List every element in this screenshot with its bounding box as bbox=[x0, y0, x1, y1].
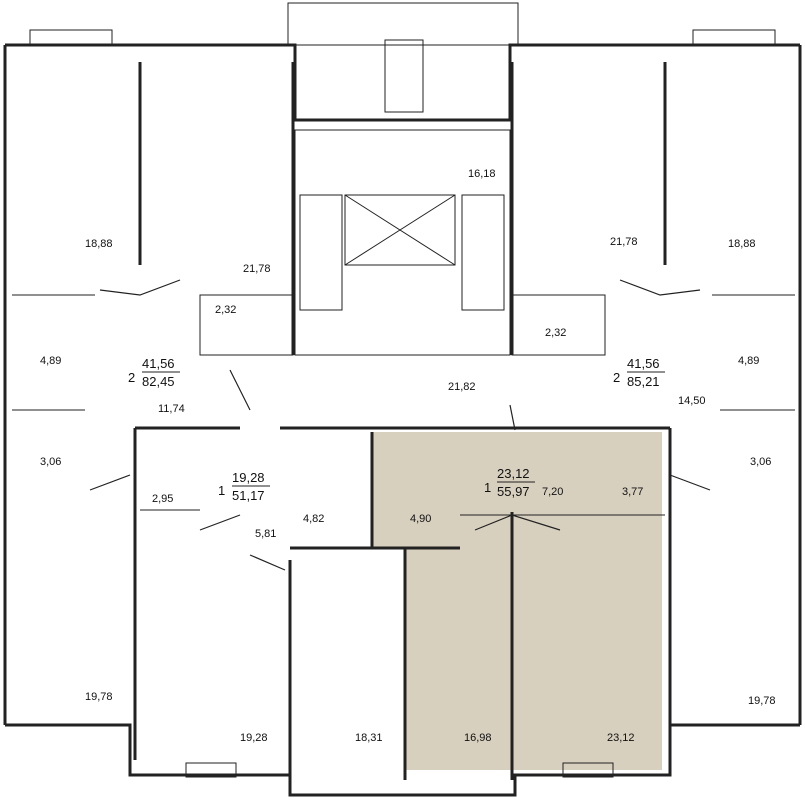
area-left-bath: 4,89 bbox=[40, 355, 61, 367]
area-left-wc: 2,32 bbox=[215, 304, 236, 316]
area-c1-bath: 4,82 bbox=[303, 513, 324, 525]
svg-text:41,56: 41,56 bbox=[627, 356, 660, 371]
area-right-bedroom: 18,88 bbox=[728, 238, 756, 250]
stair-core bbox=[294, 129, 511, 356]
area-right-wc: 2,32 bbox=[545, 327, 566, 339]
highlighted-apartment bbox=[372, 432, 662, 770]
area-left-balcony: 3,06 bbox=[40, 456, 61, 468]
area-right-balcony: 3,06 bbox=[750, 456, 771, 468]
interior-walls bbox=[12, 62, 795, 780]
area-stair: 16,18 bbox=[468, 168, 496, 180]
area-left-bottom-room: 19,78 bbox=[85, 691, 113, 703]
area-left-hall: 11,74 bbox=[158, 403, 185, 415]
area-c1-room: 19,28 bbox=[240, 732, 268, 744]
apartment-label-center-left: 1 19,28 51,17 bbox=[218, 470, 270, 503]
area-c2-bath: 4,90 bbox=[410, 513, 431, 525]
area-right-living: 21,78 bbox=[610, 236, 638, 248]
area-right-bath: 4,89 bbox=[738, 355, 759, 367]
svg-text:82,45: 82,45 bbox=[142, 374, 175, 389]
area-right-hall: 14,50 bbox=[678, 395, 706, 407]
svg-text:55,97: 55,97 bbox=[497, 484, 530, 499]
svg-text:23,12: 23,12 bbox=[497, 466, 530, 481]
area-c1-hall: 5,81 bbox=[255, 528, 276, 540]
area-c1-kitchen: 18,31 bbox=[355, 732, 383, 744]
area-left-living: 21,78 bbox=[243, 263, 271, 275]
svg-text:19,28: 19,28 bbox=[232, 470, 265, 485]
area-right-bottom-room: 19,78 bbox=[748, 695, 776, 707]
svg-text:1: 1 bbox=[218, 483, 225, 498]
svg-text:2: 2 bbox=[128, 370, 135, 385]
area-left-bedroom: 18,88 bbox=[85, 238, 113, 250]
area-c2-kitchen: 16,98 bbox=[464, 732, 492, 744]
area-corridor: 21,82 bbox=[448, 381, 476, 393]
area-c2-room: 23,12 bbox=[607, 732, 635, 744]
svg-text:85,21: 85,21 bbox=[627, 374, 660, 389]
room-area-labels: 18,88 21,78 2,32 4,89 11,74 3,06 19,78 1… bbox=[40, 168, 776, 744]
apartment-label-center-right: 1 23,12 55,97 bbox=[484, 466, 535, 499]
area-c2-hall: 7,20 bbox=[542, 486, 563, 498]
svg-text:51,17: 51,17 bbox=[232, 488, 265, 503]
area-c2-store: 3,77 bbox=[622, 486, 643, 498]
area-c1-store: 2,95 bbox=[152, 493, 173, 505]
svg-text:41,56: 41,56 bbox=[142, 356, 175, 371]
doors bbox=[89, 279, 711, 571]
svg-text:2: 2 bbox=[613, 370, 620, 385]
svg-text:1: 1 bbox=[484, 480, 491, 495]
apartment-label-left-top: 2 41,56 82,45 bbox=[128, 356, 180, 389]
apartment-label-right-top: 2 41,56 85,21 bbox=[613, 356, 665, 389]
